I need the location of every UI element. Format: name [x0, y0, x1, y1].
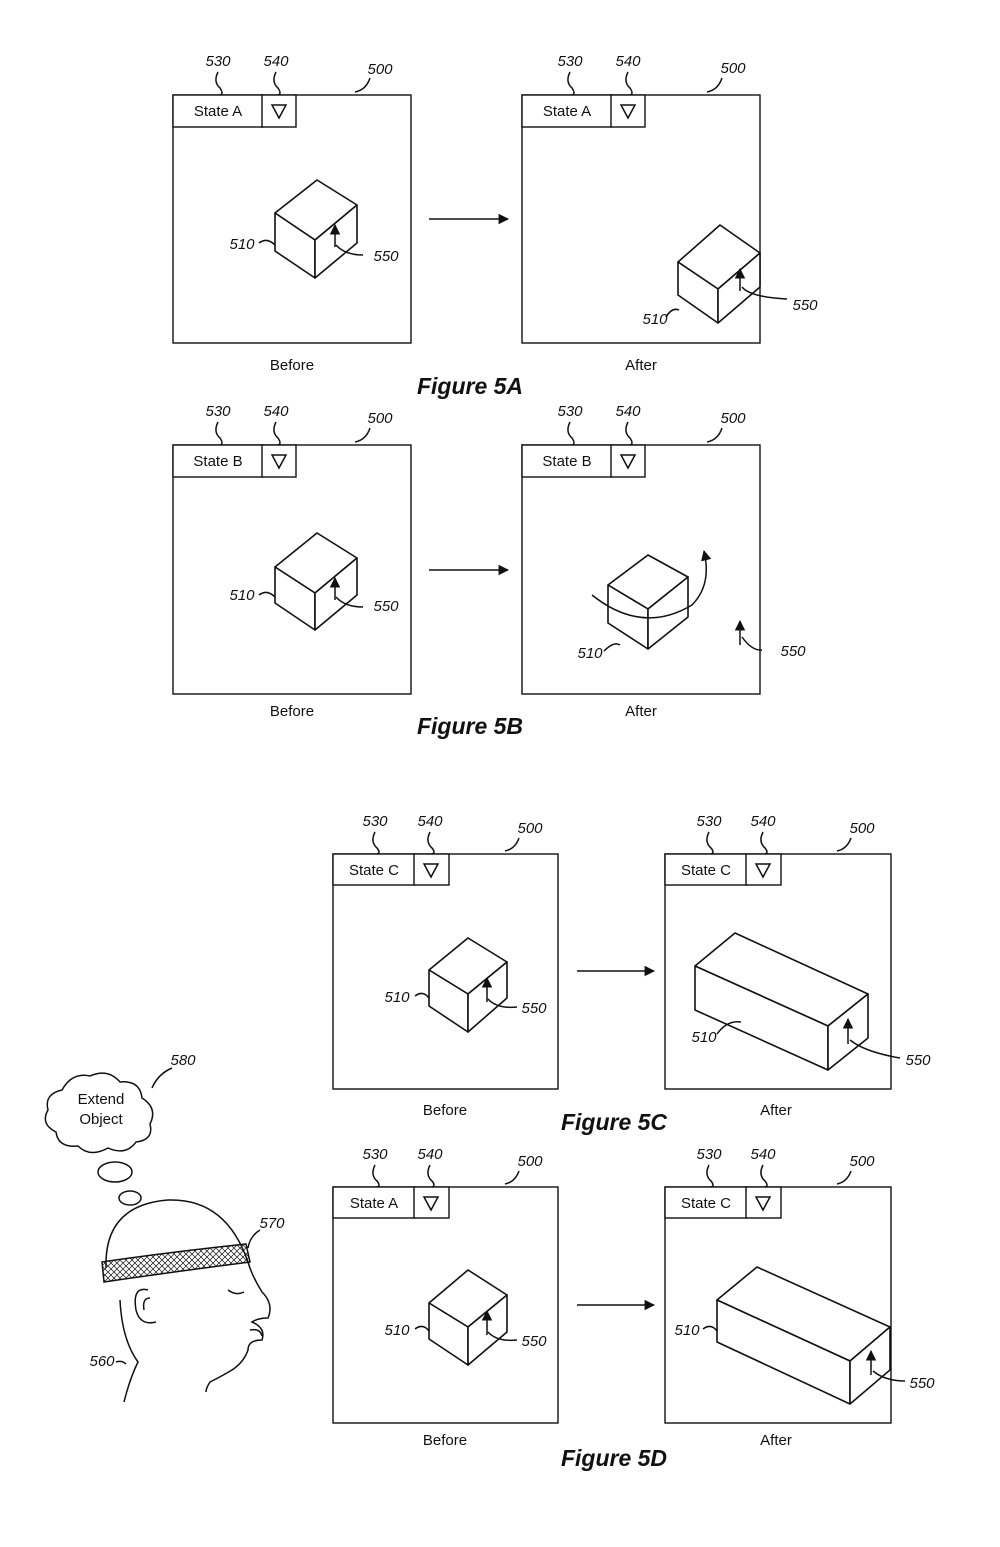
- thought-bubble-580: [44, 1072, 154, 1154]
- svg-text:510: 510: [229, 236, 255, 253]
- state-field[interactable]: State B: [542, 453, 591, 470]
- state-field[interactable]: State A: [350, 1195, 398, 1212]
- svg-text:540: 540: [615, 53, 641, 70]
- svg-text:Before: Before: [270, 703, 314, 720]
- svg-text:550: 550: [521, 1333, 547, 1350]
- svg-text:500: 500: [849, 820, 875, 837]
- svg-text:530: 530: [696, 813, 722, 830]
- svg-text:540: 540: [750, 813, 776, 830]
- svg-text:500: 500: [720, 60, 746, 77]
- svg-text:530: 530: [205, 53, 231, 70]
- svg-text:550: 550: [521, 1000, 547, 1017]
- svg-text:530: 530: [696, 1146, 722, 1163]
- figure-5b: State B 530 540 500 510 550 Before State…: [172, 403, 806, 739]
- triangle-down-icon[interactable]: [619, 104, 637, 120]
- svg-text:540: 540: [615, 403, 641, 420]
- svg-text:Extend: Extend: [78, 1091, 125, 1108]
- svg-text:550: 550: [909, 1375, 935, 1392]
- object-510: [274, 179, 358, 279]
- headband-570: [101, 1243, 251, 1283]
- svg-text:560: 560: [89, 1353, 115, 1370]
- svg-text:500: 500: [367, 410, 393, 427]
- window-500-after: State C: [664, 853, 901, 1090]
- svg-text:580: 580: [170, 1052, 196, 1069]
- window-500-before: State A: [172, 94, 412, 344]
- window-500-after: State A: [521, 94, 788, 344]
- figure-title: Figure 5C: [561, 1109, 667, 1135]
- svg-text:Before: Before: [270, 357, 314, 374]
- figure-5a: State A 530 540 500 510 550 Before S: [172, 53, 818, 399]
- svg-text:510: 510: [229, 587, 255, 604]
- state-field[interactable]: State A: [543, 103, 591, 120]
- svg-text:570: 570: [259, 1215, 285, 1232]
- svg-text:530: 530: [557, 53, 583, 70]
- svg-text:500: 500: [720, 410, 746, 427]
- svg-text:After: After: [625, 703, 657, 720]
- svg-text:530: 530: [557, 403, 583, 420]
- window-500-before: State C: [332, 853, 559, 1090]
- window-500-before: State B: [172, 444, 412, 695]
- triangle-down-icon[interactable]: [270, 454, 288, 470]
- window-500-after: State B: [521, 444, 763, 695]
- svg-text:510: 510: [384, 989, 410, 1006]
- figure-title: Figure 5D: [561, 1445, 667, 1471]
- svg-text:550: 550: [373, 598, 399, 615]
- svg-text:After: After: [625, 357, 657, 374]
- svg-text:530: 530: [362, 1146, 388, 1163]
- figure-title: Figure 5A: [417, 373, 523, 399]
- object-510: [428, 1269, 508, 1366]
- svg-text:540: 540: [263, 53, 289, 70]
- head-outline: [105, 1199, 271, 1393]
- triangle-down-icon[interactable]: [754, 863, 772, 879]
- svg-text:510: 510: [642, 311, 668, 328]
- svg-text:After: After: [760, 1432, 792, 1449]
- object-510: [677, 224, 761, 324]
- state-field[interactable]: State A: [194, 103, 242, 120]
- rotation-arrow: [591, 549, 712, 619]
- svg-text:550: 550: [373, 248, 399, 265]
- svg-text:540: 540: [263, 403, 289, 420]
- svg-text:Object: Object: [79, 1111, 123, 1128]
- svg-text:540: 540: [750, 1146, 776, 1163]
- window-500-before: State A: [332, 1186, 559, 1424]
- svg-text:500: 500: [517, 820, 543, 837]
- svg-text:After: After: [760, 1102, 792, 1119]
- figure-5d: State A 530 540 500 510 550 Before State…: [332, 1146, 935, 1471]
- svg-text:Before: Before: [423, 1102, 467, 1119]
- figure-5c: State C 530 540 500 510 550 Before State…: [332, 813, 931, 1135]
- svg-text:540: 540: [417, 1146, 443, 1163]
- svg-text:500: 500: [517, 1153, 543, 1170]
- object-510: [274, 532, 358, 631]
- triangle-down-icon[interactable]: [422, 863, 440, 879]
- triangle-down-icon[interactable]: [754, 1196, 772, 1212]
- svg-text:510: 510: [674, 1322, 700, 1339]
- state-field[interactable]: State C: [681, 862, 731, 879]
- svg-text:530: 530: [362, 813, 388, 830]
- svg-text:510: 510: [691, 1029, 717, 1046]
- triangle-down-icon[interactable]: [422, 1196, 440, 1212]
- svg-text:500: 500: [367, 61, 393, 78]
- figure-title: Figure 5B: [417, 713, 523, 739]
- svg-text:550: 550: [780, 643, 806, 660]
- state-field[interactable]: State B: [193, 453, 242, 470]
- svg-text:550: 550: [905, 1052, 931, 1069]
- svg-text:Before: Before: [423, 1432, 467, 1449]
- svg-text:550: 550: [792, 297, 818, 314]
- svg-text:530: 530: [205, 403, 231, 420]
- window-500-after: State C: [664, 1186, 906, 1424]
- svg-text:510: 510: [384, 1322, 410, 1339]
- user-560-illustration: Extend Object 580 570 560: [44, 1052, 285, 1403]
- svg-text:500: 500: [849, 1153, 875, 1170]
- triangle-down-icon[interactable]: [619, 454, 637, 470]
- object-510: [716, 1266, 891, 1405]
- object-510: [607, 554, 689, 650]
- state-field[interactable]: State C: [681, 1195, 731, 1212]
- triangle-down-icon[interactable]: [270, 104, 288, 120]
- state-field[interactable]: State C: [349, 862, 399, 879]
- svg-text:540: 540: [417, 813, 443, 830]
- svg-text:510: 510: [577, 645, 603, 662]
